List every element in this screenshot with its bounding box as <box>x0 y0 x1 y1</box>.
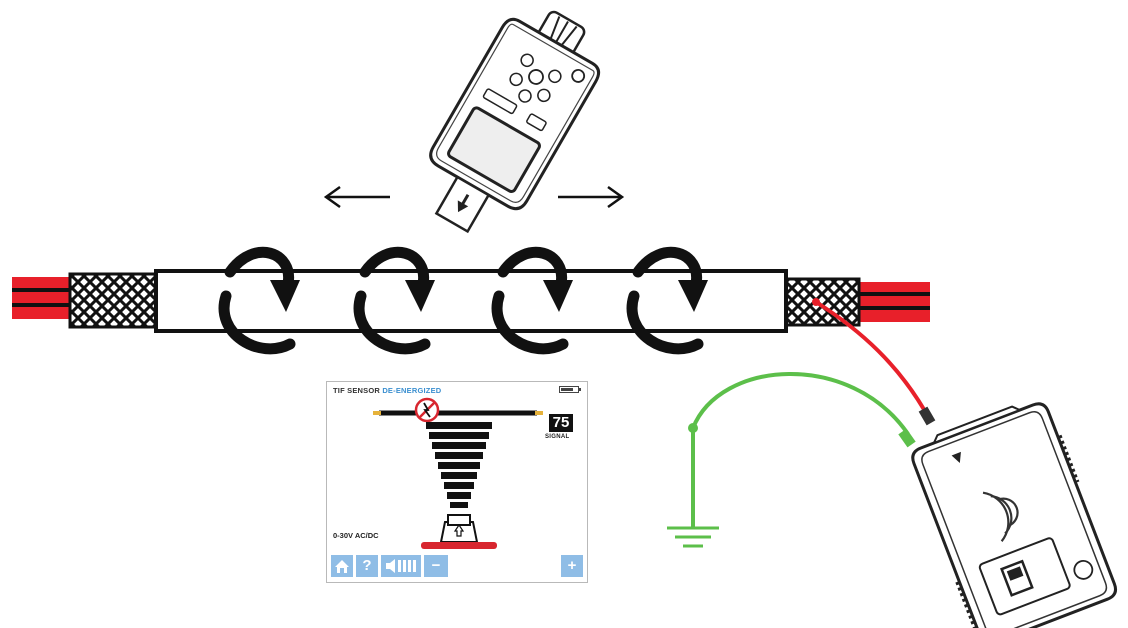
no-voltage-icon <box>414 397 440 423</box>
left-shield-braid <box>68 272 160 329</box>
transmitter-unit <box>911 402 1118 628</box>
volume-icon <box>386 559 416 573</box>
green-ground-lead <box>691 372 910 436</box>
screen-header: TIF SENSOR DE-ENERGIZED <box>333 386 441 395</box>
voltage-range-label: 0-30V AC/DC <box>333 531 379 540</box>
handheld-receiver <box>429 10 601 234</box>
minus-button[interactable]: − <box>424 555 448 577</box>
left-conductors <box>12 277 74 319</box>
plus-button[interactable]: + <box>561 555 583 577</box>
rotation-arrow-icon <box>218 247 300 355</box>
sensor-mode-label: TIF SENSOR <box>333 386 381 395</box>
arrow-left-icon <box>323 185 390 209</box>
signal-label: SIGNAL <box>545 434 570 440</box>
rotation-arrow-icon <box>626 247 708 355</box>
home-icon <box>335 560 349 573</box>
right-shield-braid <box>783 277 861 327</box>
green-lead-clip <box>898 428 916 448</box>
signal-strength-graphic <box>373 397 543 549</box>
battery-icon <box>559 386 581 393</box>
help-button[interactable]: ? <box>356 555 378 577</box>
signal-bars <box>426 422 492 508</box>
rotation-arrow-icon <box>491 247 573 355</box>
sensor-status-label: DE-ENERGIZED <box>382 386 442 395</box>
red-lead-clip <box>918 406 936 426</box>
ground-symbol-icon <box>667 428 719 548</box>
signal-value-display: 75 <box>549 414 573 432</box>
arrow-right-icon <box>558 185 625 209</box>
right-conductors <box>858 282 930 322</box>
receiver-display-screen: TIF SENSOR DE-ENERGIZED <box>326 381 588 583</box>
screen-toolbar: ? − + <box>331 555 583 577</box>
volume-button[interactable] <box>381 555 421 577</box>
home-button[interactable] <box>331 555 353 577</box>
rotation-arrow-icon <box>353 247 435 355</box>
red-lead-contact <box>812 298 820 306</box>
sensor-probe-icon <box>421 514 497 549</box>
red-lead <box>814 300 932 421</box>
